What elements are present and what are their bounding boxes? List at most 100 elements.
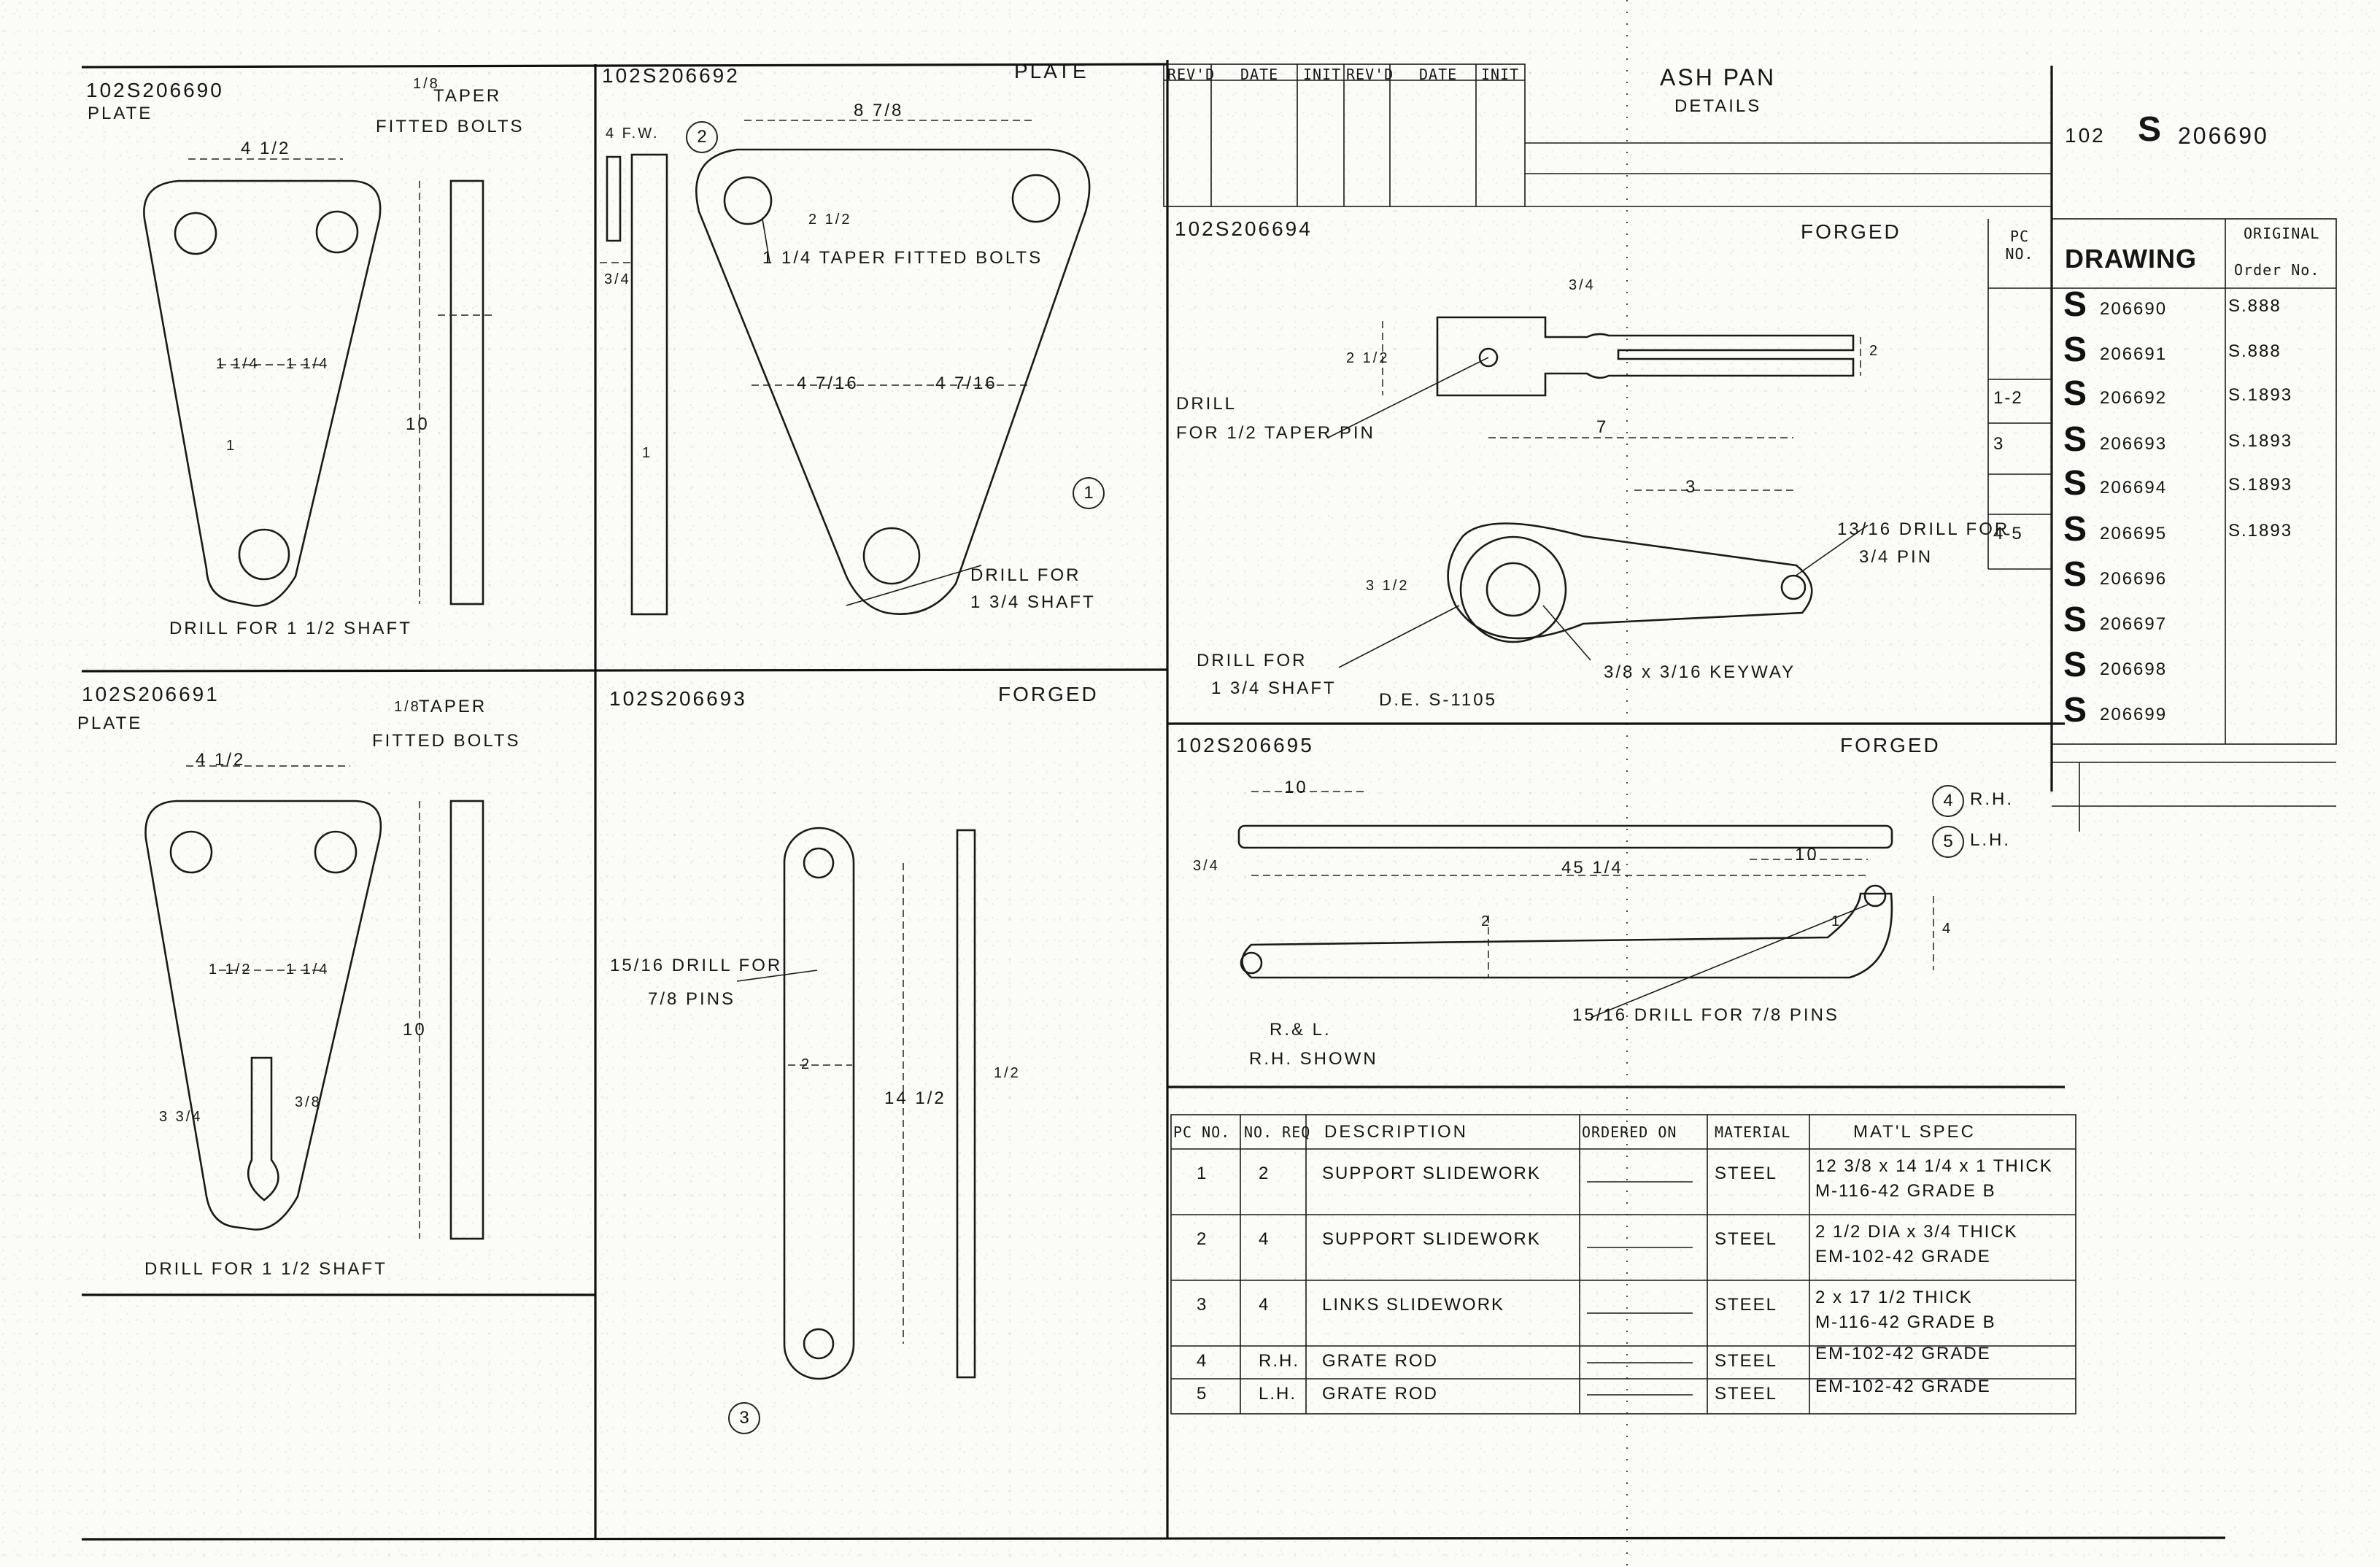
- v691-dim-slot: 3 3/4: [159, 1109, 203, 1125]
- drawing-list-number: 206690: [2100, 299, 2168, 319]
- bom-cell-spec2: EM-102-42 GRADE: [1815, 1247, 1991, 1266]
- bom-cell-desc: GRATE ROD: [1322, 1384, 1438, 1404]
- drawing-list-order: S.1893: [2228, 521, 2293, 541]
- v694-drill-pin-b: 3/4 PIN: [1859, 547, 1933, 567]
- drawing-list-pc: 3: [1993, 434, 2005, 454]
- v695-shown-a: R.& L.: [1270, 1020, 1332, 1040]
- v693-name: FORGED: [998, 683, 1099, 705]
- title-line-2: DETAILS: [1674, 96, 1762, 116]
- v690-drill: DRILL FOR 1 1/2 SHAFT: [169, 619, 412, 638]
- v691-dim-left: 1 1/2: [209, 962, 252, 978]
- drawing-list-letter: S: [2063, 420, 2089, 459]
- v691-dim-right: 1 1/4: [286, 962, 330, 978]
- v690-dim-width: 4 1/2: [241, 139, 291, 158]
- v690-dim-height: 10: [406, 414, 430, 434]
- bom-cell-req: R.H.: [1259, 1351, 1299, 1371]
- drawing-list-letter: S: [2063, 555, 2089, 594]
- part-206690-outline: [143, 158, 496, 607]
- v694-pin-a: DRILL: [1176, 394, 1237, 414]
- bom-header-desc: DESCRIPTION: [1324, 1122, 1469, 1142]
- v695-rh: R.H.: [1970, 789, 2014, 809]
- bom-cell-desc: GRATE ROD: [1322, 1351, 1438, 1371]
- v692-dim-top: 8 7/8: [854, 101, 904, 120]
- drawing-list-grid: [1987, 218, 2337, 832]
- pc-header: PC NO.: [2005, 228, 2034, 263]
- bom-cell-pc: 3: [1197, 1295, 1208, 1315]
- original-label: ORIGINAL: [2244, 225, 2320, 242]
- v691-dim-width: 4 1/2: [196, 750, 246, 770]
- bom-cell-req: 4: [1259, 1295, 1270, 1315]
- v695-dim-10b: 10: [1795, 845, 1819, 864]
- bom-cell-material: STEEL: [1715, 1384, 1778, 1404]
- balloon-5: 5: [1932, 826, 1964, 858]
- bom-cell-material: STEEL: [1715, 1351, 1778, 1371]
- drawing-prefix: 102: [2065, 124, 2106, 147]
- balloon-4: 4: [1932, 785, 1964, 817]
- rev-header-1: REV'D: [1167, 66, 1216, 83]
- v690-taper: TAPER: [433, 86, 502, 106]
- drawing-list-order: S.888: [2228, 296, 2282, 316]
- v693-dim-thick: 1/2: [994, 1065, 1021, 1081]
- part-206692-outline: [600, 120, 1091, 616]
- panel-frames: [81, 0, 2226, 1567]
- v694-pin-b: FOR 1/2 TAPER PIN: [1176, 423, 1375, 443]
- v692-dim-one: 1: [642, 445, 653, 461]
- v694-dim-7: 7: [1596, 417, 1609, 437]
- v694-keyway: 3/8 x 3/16 KEYWAY: [1604, 662, 1796, 682]
- balloon-2: 2: [686, 121, 718, 153]
- v693-drill-b: 7/8 PINS: [648, 989, 736, 1009]
- bom-cell-req: L.H.: [1259, 1384, 1297, 1404]
- drawing-list-letter: S: [2063, 646, 2089, 684]
- v691-dim-height: 10: [403, 1020, 427, 1040]
- bom-cell-spec1: 2 1/2 DIA x 3/4 THICK: [1815, 1222, 2018, 1242]
- v691-number: 102S206691: [82, 683, 220, 705]
- v691-bolts: FITTED BOLTS: [372, 731, 521, 751]
- v692-dim-left: 4 7/16: [797, 374, 859, 393]
- v694-name: FORGED: [1801, 220, 1901, 243]
- drawing-list-order: S.1893: [2228, 431, 2293, 451]
- drawing-list-letter: S: [2063, 600, 2089, 639]
- rev-header-5: DATE: [1419, 66, 1458, 83]
- v695-name: FORGED: [1840, 734, 1941, 757]
- drawing-list-number: 206698: [2100, 659, 2168, 679]
- v694-dim-3half: 3 1/2: [1366, 578, 1410, 594]
- leader-lines: [736, 218, 1869, 1018]
- v693-number: 102S206693: [609, 687, 747, 710]
- drawing-list-order: S.888: [2228, 341, 2282, 361]
- drawing-list-letter: S: [2063, 330, 2089, 369]
- v691-taper-frac: 1/8: [394, 699, 421, 715]
- drawing-list-number: 206691: [2100, 344, 2168, 364]
- v695-shown-b: R.H. SHOWN: [1249, 1049, 1378, 1069]
- v691-name: PLATE: [77, 713, 143, 733]
- v694-dim-3: 3: [1685, 477, 1698, 497]
- drawing-list-letter: S: [2063, 285, 2089, 324]
- bom-cell-desc: SUPPORT SLIDEWORK: [1322, 1229, 1541, 1249]
- bom-header-pc: PC NO.: [1173, 1123, 1231, 1141]
- bom-cell-desc: LINKS SLIDEWORK: [1322, 1295, 1505, 1315]
- drawing-letter: S: [2138, 110, 2163, 149]
- v695-dim-4: 4: [1942, 921, 1953, 937]
- v693-drill-a: 15/16 DRILL FOR: [610, 956, 783, 975]
- v690-dim-one: 1: [226, 438, 237, 454]
- v695-drill: 15/16 DRILL FOR 7/8 PINS: [1572, 1005, 1839, 1025]
- bom-cell-pc: 5: [1197, 1384, 1208, 1404]
- v690-dim-right: 1 1/4: [286, 356, 330, 372]
- v692-name: PLATE: [1014, 60, 1089, 82]
- drawing-list-number: 206694: [2100, 478, 2168, 498]
- drawing-list-number: 206693: [2100, 434, 2168, 454]
- drawing-list-letter: S: [2063, 374, 2089, 413]
- v690-dim-left: 1 1/4: [216, 356, 260, 372]
- bom-cell-spec1: 2 x 17 1/2 THICK: [1815, 1288, 1973, 1307]
- drawing-list-number: 206695: [2100, 524, 2168, 543]
- v693-dim-width: 2: [801, 1056, 812, 1072]
- rev-header-2: DATE: [1240, 66, 1279, 83]
- v691-taper: TAPER: [419, 697, 487, 716]
- bom-cell-desc: SUPPORT SLIDEWORK: [1322, 1164, 1541, 1183]
- drawing-list-number: 206696: [2100, 569, 2168, 589]
- v694-die: D.E. S-1105: [1379, 690, 1497, 710]
- order-label: Order No.: [2234, 261, 2320, 279]
- title-line-1: ASH PAN: [1660, 64, 1777, 90]
- balloon-1: 1: [1073, 477, 1105, 509]
